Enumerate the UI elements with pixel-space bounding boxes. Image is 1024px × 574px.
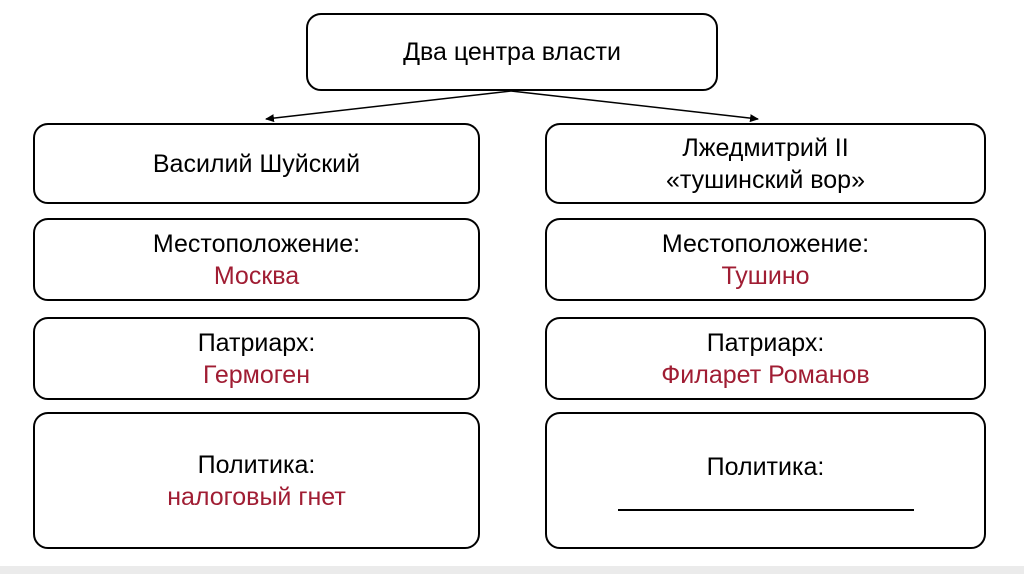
left-header-label: Василий Шуйский (152, 149, 361, 178)
patriarch-value: Филарет Романов (661, 360, 870, 389)
box-shuisky-patriarch: Патриарх: Гермоген (33, 317, 480, 400)
location-label: Местоположение: (152, 229, 361, 258)
title-box: Два центра власти (306, 13, 718, 91)
connector-arrow-right (510, 90, 759, 123)
box-dmitry-policy: Политика: (545, 412, 986, 549)
patriarch-value: Гермоген (202, 360, 311, 389)
patriarch-label: Патриарх: (706, 328, 825, 357)
location-value: Тушино (721, 261, 810, 290)
location-label: Местоположение: (661, 229, 870, 258)
box-shuisky-policy: Политика: налоговый гнет (33, 412, 480, 549)
blank-answer-line (617, 508, 914, 511)
policy-label: Политика: (197, 450, 316, 479)
box-vasily-shuisky: Василий Шуйский (33, 123, 480, 204)
box-dmitry-location: Местоположение: Тушино (545, 218, 986, 301)
right-header-line2: «тушинский вор» (666, 165, 865, 194)
box-dmitry-patriarch: Патриарх: Филарет Романов (545, 317, 986, 400)
box-false-dmitry: Лжедмитрий II «тушинский вор» (545, 123, 986, 204)
box-shuisky-location: Местоположение: Москва (33, 218, 480, 301)
policy-value: налоговый гнет (167, 482, 346, 511)
connector-arrow-left (265, 90, 512, 123)
page-title: Два центра власти (403, 38, 621, 66)
patriarch-label: Патриарх: (197, 328, 316, 357)
viewer-bottom-gap (0, 566, 1024, 574)
policy-label: Политика: (706, 452, 825, 481)
location-value: Москва (213, 261, 300, 290)
right-header-line1: Лжедмитрий II (682, 133, 849, 162)
